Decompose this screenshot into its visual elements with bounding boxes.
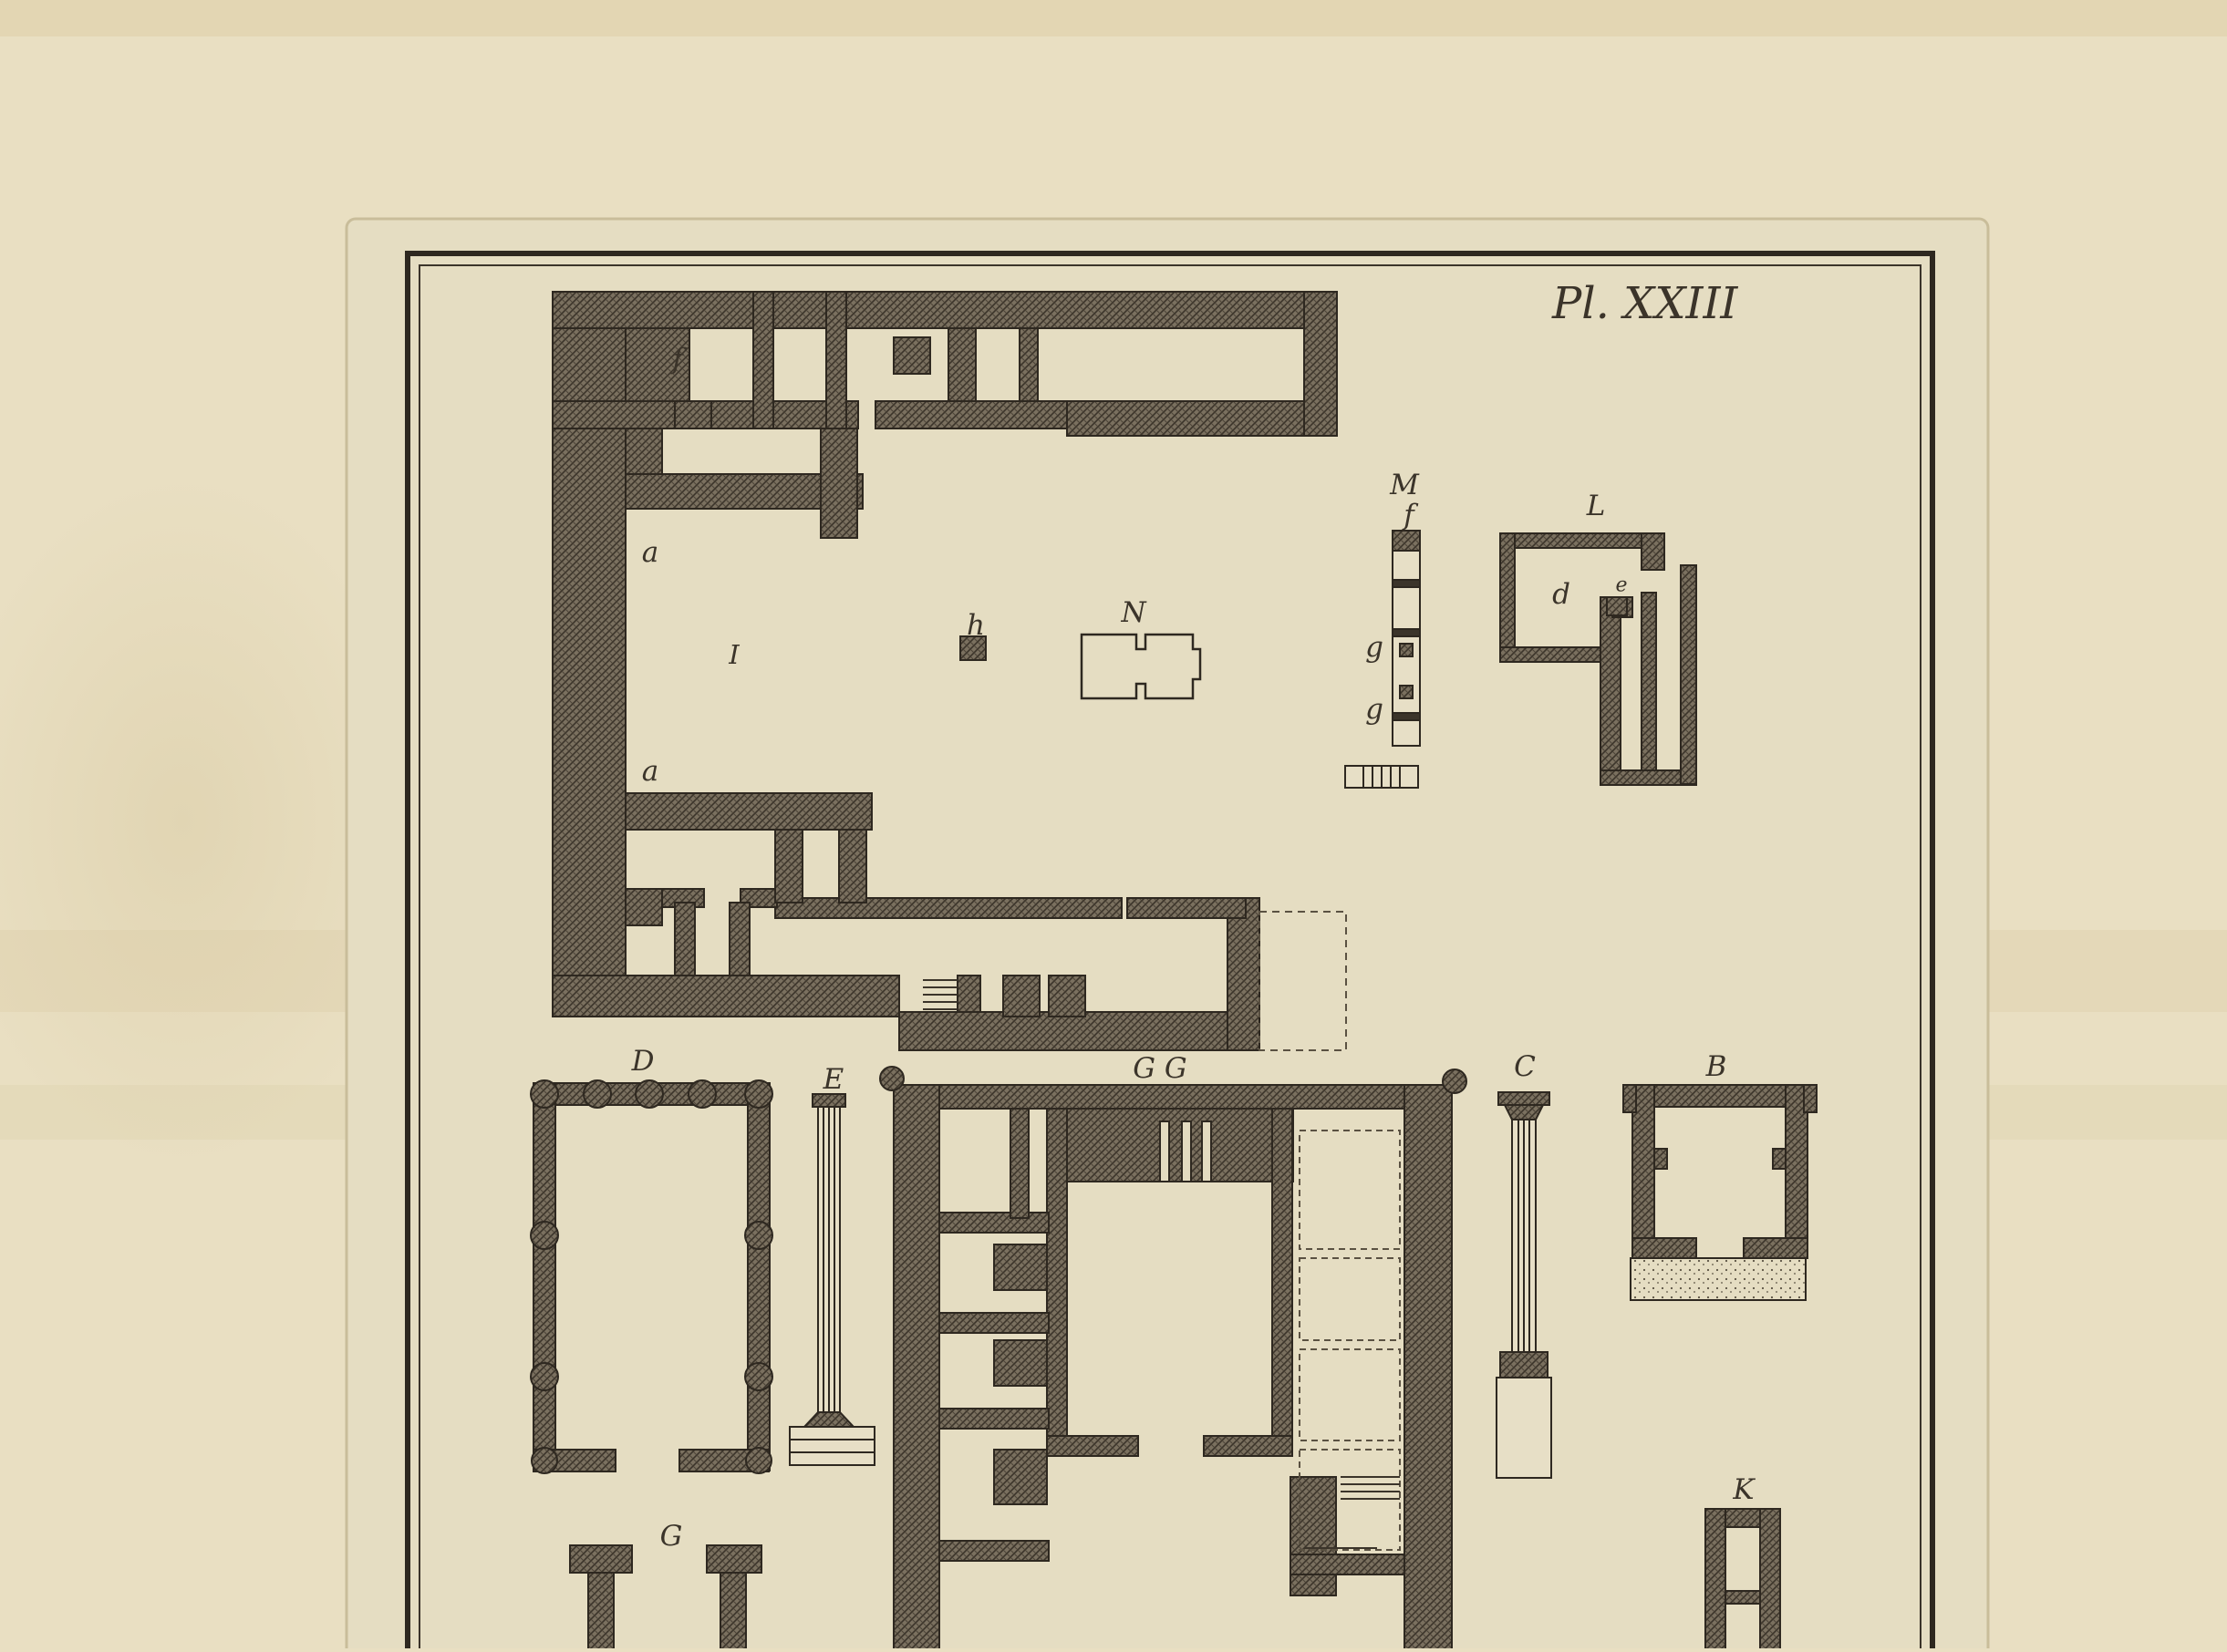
label-GG: G G [1133, 1052, 1187, 1085]
label-N: N [1121, 596, 1146, 629]
label-a-lower: a [641, 755, 659, 788]
label-C: C [1514, 1050, 1536, 1083]
stair-marks [923, 979, 958, 1010]
label-G: G [659, 1520, 683, 1553]
label-M: M [1390, 469, 1419, 501]
plan-M [1344, 530, 1421, 789]
plan-I-courtyard-complex [552, 291, 1338, 1051]
plan-K [1704, 1508, 1781, 1652]
plan-GG [879, 1066, 1467, 1652]
outer-border-line [405, 251, 1935, 1652]
inner-border-line [419, 264, 1921, 1652]
plan-GG-dashed-rooms [1299, 1130, 1401, 1551]
label-L: L [1586, 490, 1606, 522]
plan-GG-stairs [1304, 1476, 1400, 1549]
label-g-lower: g [1365, 693, 1383, 726]
plan-GG-openings [1159, 1120, 1212, 1182]
label-E: E [823, 1063, 844, 1096]
plan-D [530, 1079, 773, 1474]
column-E [789, 1093, 875, 1466]
plate-number-title: Pl. XXIII [1552, 278, 1738, 329]
label-K: K [1733, 1473, 1755, 1506]
plan-L [1499, 532, 1697, 786]
label-D: D [631, 1045, 655, 1078]
label-h: h [967, 609, 985, 642]
label-g-upper: g [1365, 631, 1383, 664]
ghost-foundation-outline [1259, 911, 1347, 1051]
label-f-north: f [672, 343, 683, 376]
plan-G [569, 1544, 762, 1652]
label-B: B [1705, 1050, 1727, 1083]
label-I: I [729, 639, 740, 670]
label-d: d [1552, 578, 1570, 611]
label-f-M: f [1404, 499, 1414, 532]
structure-h [959, 635, 987, 661]
label-a-upper: a [641, 536, 659, 569]
label-e: e [1615, 573, 1628, 597]
column-C [1496, 1091, 1552, 1479]
structure-N [1080, 633, 1202, 700]
plan-B [1622, 1084, 1818, 1301]
